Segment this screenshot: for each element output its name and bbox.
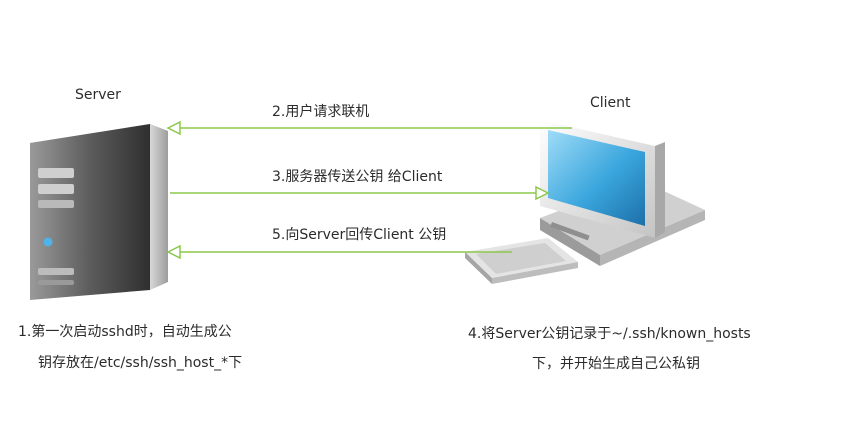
server-tower-icon	[30, 124, 168, 300]
client-note-line-1: 4.将Server公钥记录于~/.ssh/known_hosts	[468, 326, 751, 342]
arrow-return-client-key	[166, 244, 512, 260]
client-label: Client	[590, 95, 631, 111]
server-label: Server	[75, 87, 121, 103]
message-label-request: 2.用户请求联机	[272, 104, 370, 120]
server-note-line-1: 1.第一次启动sshd时，自动生成公	[18, 324, 232, 340]
message-label-send-key: 3.服务器传送公钥 给Client	[272, 169, 443, 185]
arrow-request-connection	[166, 120, 572, 136]
server-note-line-2: 钥存放在/etc/ssh/ssh_host_*下	[38, 355, 243, 371]
message-label-return-key: 5.向Server回传Client 公钥	[272, 227, 447, 243]
arrow-send-public-key	[170, 185, 550, 201]
desktop-computer-icon	[465, 120, 705, 284]
client-note-line-2: 下，并开始生成自己公私钥	[532, 356, 700, 372]
